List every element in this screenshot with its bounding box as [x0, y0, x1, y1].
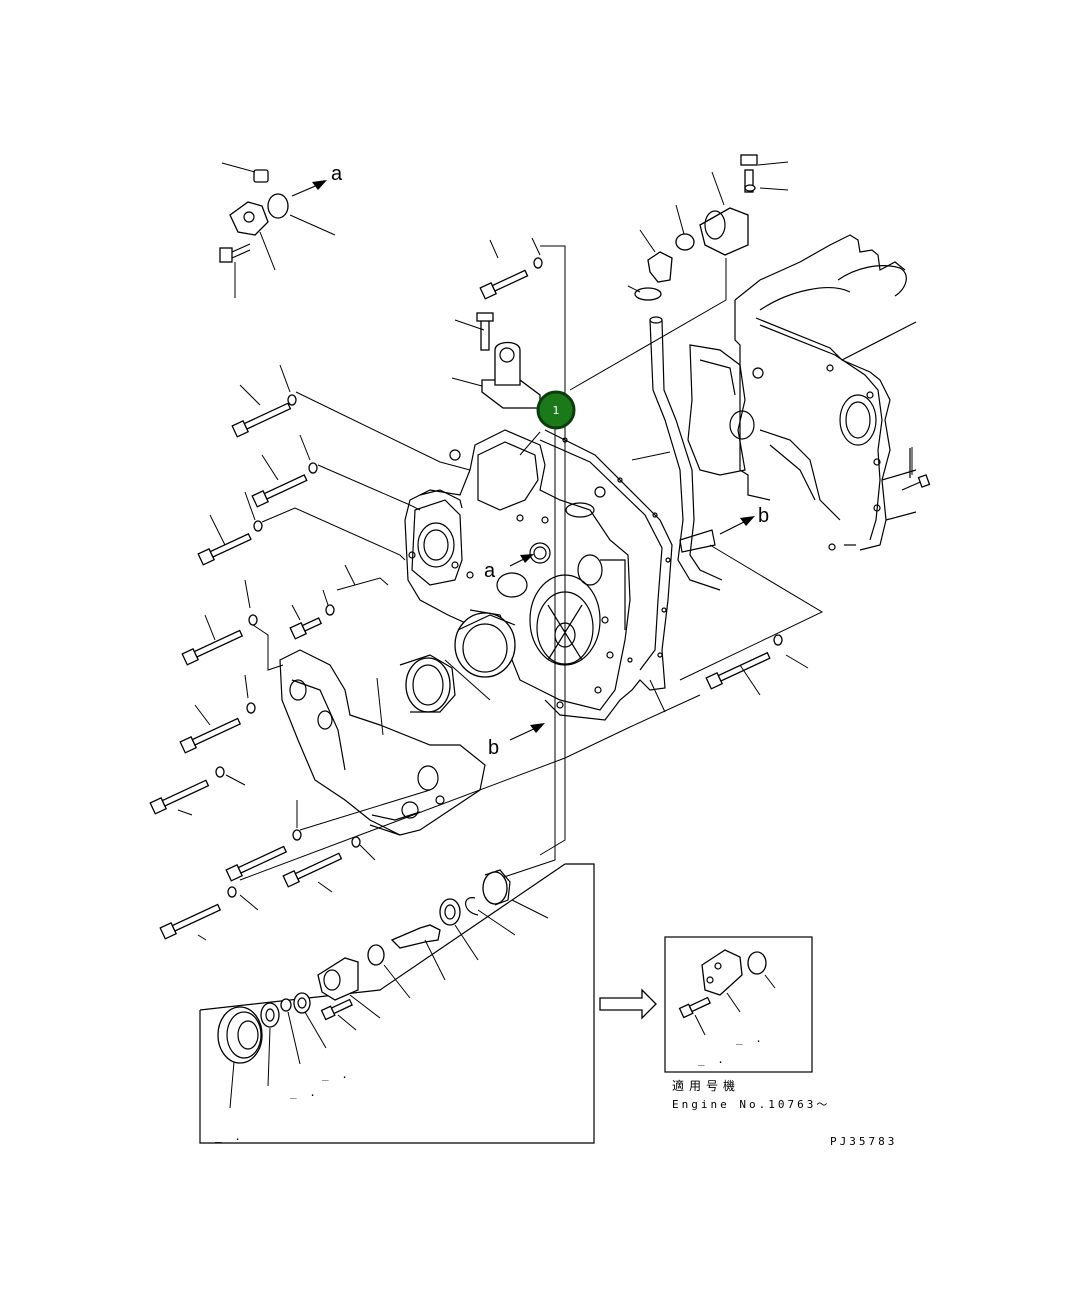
plate-cover [219, 169, 289, 263]
hollow-arrow [599, 988, 657, 1020]
dash-label-1: _ . [322, 1068, 351, 1081]
arrow-label-b-left: b [488, 737, 499, 759]
dash-label-4: _ . [736, 1032, 765, 1045]
detail-box: _ . _ . _ . [199, 863, 595, 1144]
water-outlet [634, 154, 758, 591]
dash-label-5: _ . [698, 1053, 727, 1066]
inset-box: _ . _ . [664, 936, 813, 1073]
dash-label-2: _ . [290, 1086, 319, 1099]
arrows: a a b b [291, 163, 769, 759]
bolts [149, 257, 783, 940]
front-cover [404, 429, 673, 721]
drawing-code: PJ35783 [830, 1135, 897, 1148]
engine-block [687, 234, 931, 551]
front-support-bracket [279, 649, 486, 836]
callout-marker-1[interactable]: 1 [536, 390, 576, 430]
engine-number-label: Engine No.10763～ [672, 1098, 830, 1111]
dash-label-3: _ . [215, 1130, 244, 1143]
callout-circle[interactable] [536, 390, 576, 430]
applicable-serial-label: 適用号機 [672, 1078, 740, 1093]
leader-lines [177, 161, 913, 941]
arrow-label-b-right: b [758, 505, 769, 527]
arrow-label-a-top: a [331, 163, 343, 185]
oil-seal [399, 612, 516, 713]
lifting-bracket [476, 312, 541, 409]
callout-number: 1 [553, 404, 560, 417]
arrow-label-a-mid: a [484, 560, 496, 582]
